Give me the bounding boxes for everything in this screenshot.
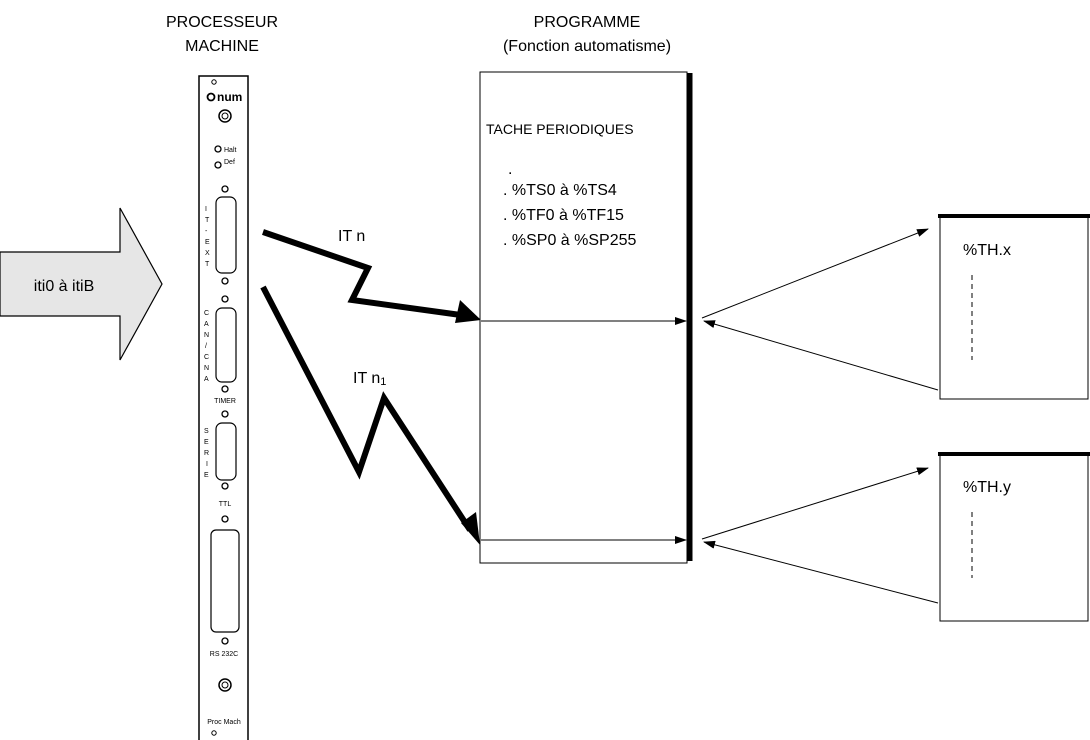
svg-text:E: E	[204, 472, 209, 479]
can-cna-label: C A N / C N A	[204, 310, 209, 383]
input-arrow: iti0 à itiB	[0, 207, 163, 361]
port-screw-icon	[221, 277, 229, 285]
it-n1-arrow	[260, 285, 480, 545]
port-screw-icon	[221, 482, 229, 490]
card-bottom-hole	[211, 730, 217, 736]
it-ext-connector	[215, 196, 237, 274]
svg-text:I: I	[205, 206, 207, 213]
task-x-return-line	[703, 320, 939, 391]
svg-text:N: N	[204, 365, 209, 372]
it-n-arrow	[262, 229, 481, 323]
rs232-connector	[210, 529, 240, 633]
svg-text:T: T	[205, 217, 210, 224]
svg-text:C: C	[204, 354, 209, 361]
task-x-label: %TH.x	[963, 242, 1011, 259]
processor-card: num Halt Def I T - E X T C A N / C	[198, 75, 249, 740]
timer-label: TIMER	[214, 398, 236, 405]
program-item: . %SP0 à %SP255	[503, 232, 637, 249]
led-halt-icon	[214, 145, 222, 153]
svg-text:R: R	[204, 450, 209, 457]
led-halt-label: Halt	[224, 147, 237, 154]
task-y-label: %TH.y	[963, 479, 1011, 496]
svg-text:S: S	[204, 428, 209, 435]
svg-text:E: E	[205, 239, 210, 246]
task-x-call-line	[701, 228, 929, 319]
port-screw-icon	[221, 295, 229, 303]
task-x-box: %TH.x	[938, 214, 1090, 400]
program-title-line2: (Fonction automatisme)	[503, 38, 671, 55]
rs232-label: RS 232C	[210, 651, 238, 658]
task-y-call-line	[701, 467, 929, 540]
program-item: . %TF0 à %TF15	[503, 207, 624, 224]
program-heading: TACHE PERIODIQUES	[486, 121, 634, 137]
svg-text:I: I	[206, 461, 208, 468]
processor-title-line1: PROCESSEUR	[166, 14, 278, 31]
it-n-label: IT n	[338, 228, 365, 245]
num-logo-icon: num	[206, 90, 242, 104]
svg-text:A: A	[204, 321, 209, 328]
svg-text:A: A	[204, 376, 209, 383]
program-item: . %TS0 à %TS4	[503, 182, 617, 199]
serie-connector	[215, 422, 237, 481]
input-arrow-label: iti0 à itiB	[34, 278, 94, 295]
svg-text:N: N	[204, 332, 209, 339]
port-screw-icon	[221, 385, 229, 393]
port-screw-icon	[221, 637, 229, 645]
svg-text:E: E	[204, 439, 209, 446]
task-y-return-line	[703, 540, 939, 604]
card-top-hole	[211, 79, 217, 85]
task-y-box: %TH.y	[938, 452, 1090, 622]
port-screw-icon	[221, 410, 229, 418]
program-dot: .	[508, 161, 512, 178]
svg-text:-: -	[205, 228, 208, 235]
program-title-line1: PROGRAMME	[534, 14, 641, 31]
svg-text:T: T	[205, 261, 210, 268]
screw-bottom-icon	[218, 678, 232, 692]
screw-top-icon	[218, 109, 232, 123]
serie-label: S E R I E	[204, 428, 209, 479]
processor-title-line2: MACHINE	[185, 38, 259, 55]
program-box: TACHE PERIODIQUES . . %TS0 à %TS4 . %TF0…	[479, 71, 693, 564]
led-def-icon	[214, 161, 222, 169]
port-screw-icon	[221, 515, 229, 523]
proc-mach-label: Proc Mach	[207, 719, 241, 726]
it-n1-label: IT n1	[353, 370, 386, 388]
brand-label: num	[217, 90, 242, 104]
ttl-label: TTL	[219, 501, 232, 508]
port-screw-icon	[221, 185, 229, 193]
svg-text:C: C	[204, 310, 209, 317]
led-def-label: Def	[224, 159, 235, 166]
svg-text:X: X	[205, 250, 210, 257]
svg-text:/: /	[205, 343, 207, 350]
it-ext-label: I T - E X T	[205, 206, 210, 268]
can-cna-connector	[215, 307, 237, 383]
